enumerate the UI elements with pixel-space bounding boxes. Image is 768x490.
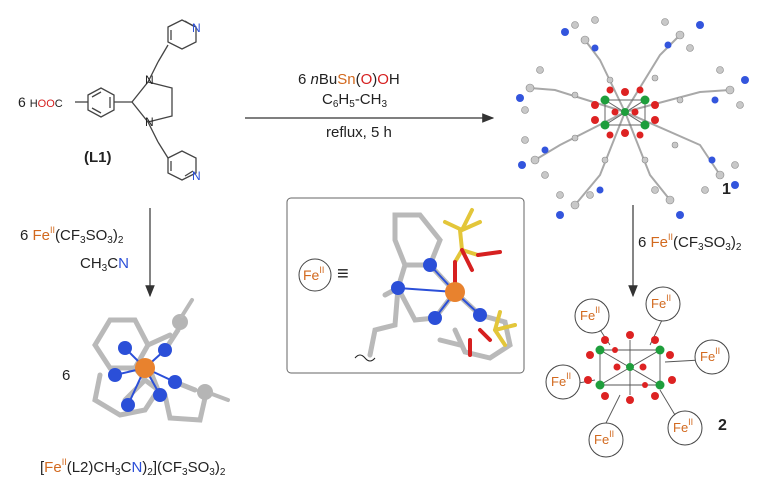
hooc-group: 6 HOOC bbox=[18, 94, 63, 110]
top-condition: reflux, 5 h bbox=[326, 124, 392, 141]
top-reagent: 6 nBuSn(O)OH bbox=[298, 71, 400, 88]
fe-label-4: FeII bbox=[673, 417, 694, 435]
imidazolidine-n-bottom: N bbox=[145, 115, 154, 129]
left-complex-count: 6 bbox=[62, 367, 71, 384]
fe-label-6: FeII bbox=[551, 371, 572, 389]
pyridine-n-bottom: N bbox=[192, 169, 201, 183]
compound-1-structure bbox=[516, 16, 749, 219]
right-reagent: 6 FeII(CF3SO3)2 bbox=[638, 232, 742, 253]
fe-label-1: FeII bbox=[580, 305, 601, 323]
inset-fe-circle bbox=[298, 258, 332, 292]
compound-2-structure bbox=[545, 286, 730, 458]
inset-fe-model bbox=[354, 208, 517, 362]
inset-fe-label: FeII bbox=[303, 265, 325, 283]
compound-2-label: 2 bbox=[718, 417, 727, 434]
fe-complex-model bbox=[92, 298, 230, 423]
left-solvent: CH3CN bbox=[80, 255, 129, 274]
equivalence-symbol: ≡ bbox=[337, 263, 349, 285]
compound-1-label: 1 bbox=[722, 181, 731, 198]
pyridine-n-top: N bbox=[192, 21, 201, 35]
imidazolidine-n-top: N bbox=[145, 73, 154, 87]
ligand-name: (L1) bbox=[84, 149, 112, 166]
inset-box bbox=[286, 197, 525, 374]
left-complex-formula: [FeII(L2)CH3CN)2](CF3SO3)2 bbox=[40, 457, 226, 478]
fe-label-2: FeII bbox=[651, 293, 672, 311]
top-solvent: C6H5-CH3 bbox=[322, 91, 388, 110]
left-reagent: 6 FeII(CF3SO3)2 bbox=[20, 225, 124, 246]
ligand-L1-structure bbox=[75, 19, 197, 181]
fe-label-3: FeII bbox=[700, 346, 721, 364]
fe-label-5: FeII bbox=[594, 429, 615, 447]
